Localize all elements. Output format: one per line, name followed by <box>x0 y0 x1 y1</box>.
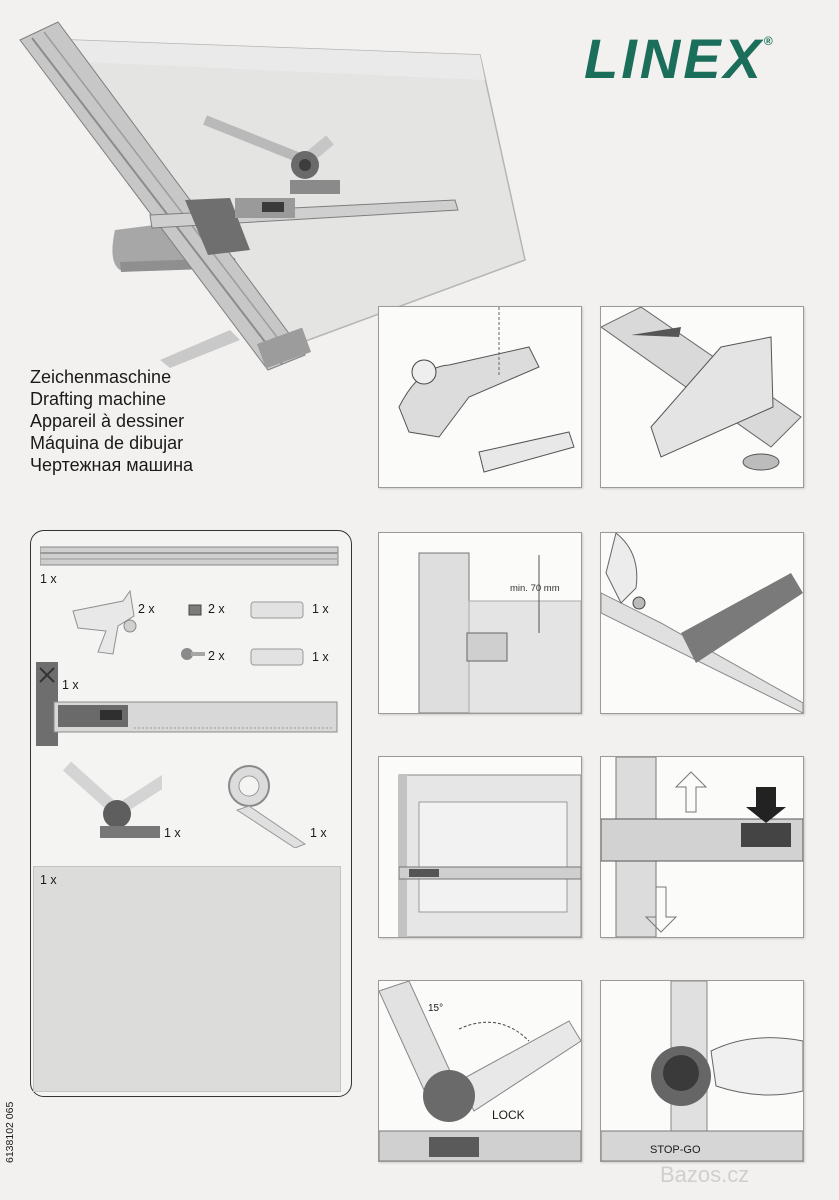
rail-quantity: 1 x <box>40 572 57 586</box>
step-3-panel <box>378 532 582 714</box>
hero-drafting-board-illustration <box>0 0 560 380</box>
endcap-bottom-quantity: 1 x <box>312 650 329 664</box>
part-clamp <box>68 586 138 668</box>
title-russian: Чертежная машина <box>30 455 194 475</box>
clamp-quantity: 2 x <box>138 602 155 616</box>
part-adhesive-tape <box>225 762 307 849</box>
step-2-panel <box>600 306 804 488</box>
step-7-lock-label: LOCK <box>492 1108 525 1122</box>
part-rail <box>39 545 340 567</box>
product-title-list: Zeichenmaschine Drafting machine Apparei… <box>30 366 193 476</box>
part-endcap-top <box>250 600 304 622</box>
head-quantity: 1 x <box>62 678 79 692</box>
step-8-panel <box>600 980 804 1162</box>
step-7-angle-label: 15° <box>428 1003 444 1014</box>
step-6-panel <box>600 756 804 938</box>
watermark: Bazos.cz <box>660 1162 750 1187</box>
sheet-quantity: 1 x <box>40 873 57 887</box>
nut-quantity: 2 x <box>208 602 225 616</box>
tape-quantity: 1 x <box>310 826 327 840</box>
part-drafting-arm <box>34 660 339 748</box>
step-4-panel <box>600 532 804 714</box>
brand-name: LINEX <box>584 27 764 90</box>
title-french: Appareil à dessiner <box>30 411 185 431</box>
step-1-panel <box>378 306 582 488</box>
title-english: Drafting machine <box>30 389 167 409</box>
step-7-panel <box>378 980 582 1162</box>
document-code-text: 6138102 065 <box>4 1101 16 1163</box>
part-protractor-head <box>62 756 191 846</box>
title-german: Zeichenmaschine <box>30 367 172 387</box>
title-spanish: Máquina de dibujar <box>30 433 184 453</box>
step-8-stopgo-label: STOP-GO <box>650 1144 701 1156</box>
step-3-dimension-label: min. 70 mm <box>510 583 560 594</box>
screw-quantity: 2 x <box>208 649 225 663</box>
part-endcap-bottom <box>250 647 304 669</box>
brand-logo: LINEX® <box>584 26 773 91</box>
endcap-top-quantity: 1 x <box>312 602 329 616</box>
registered-mark: ® <box>763 34 773 48</box>
part-drawing-sheet <box>33 866 341 1092</box>
document-code: 6138102 065 <box>2 1095 16 1165</box>
part-nut <box>188 603 202 616</box>
step-5-panel <box>378 756 582 938</box>
part-screw <box>180 644 206 664</box>
protractor-quantity: 1 x <box>164 826 181 840</box>
